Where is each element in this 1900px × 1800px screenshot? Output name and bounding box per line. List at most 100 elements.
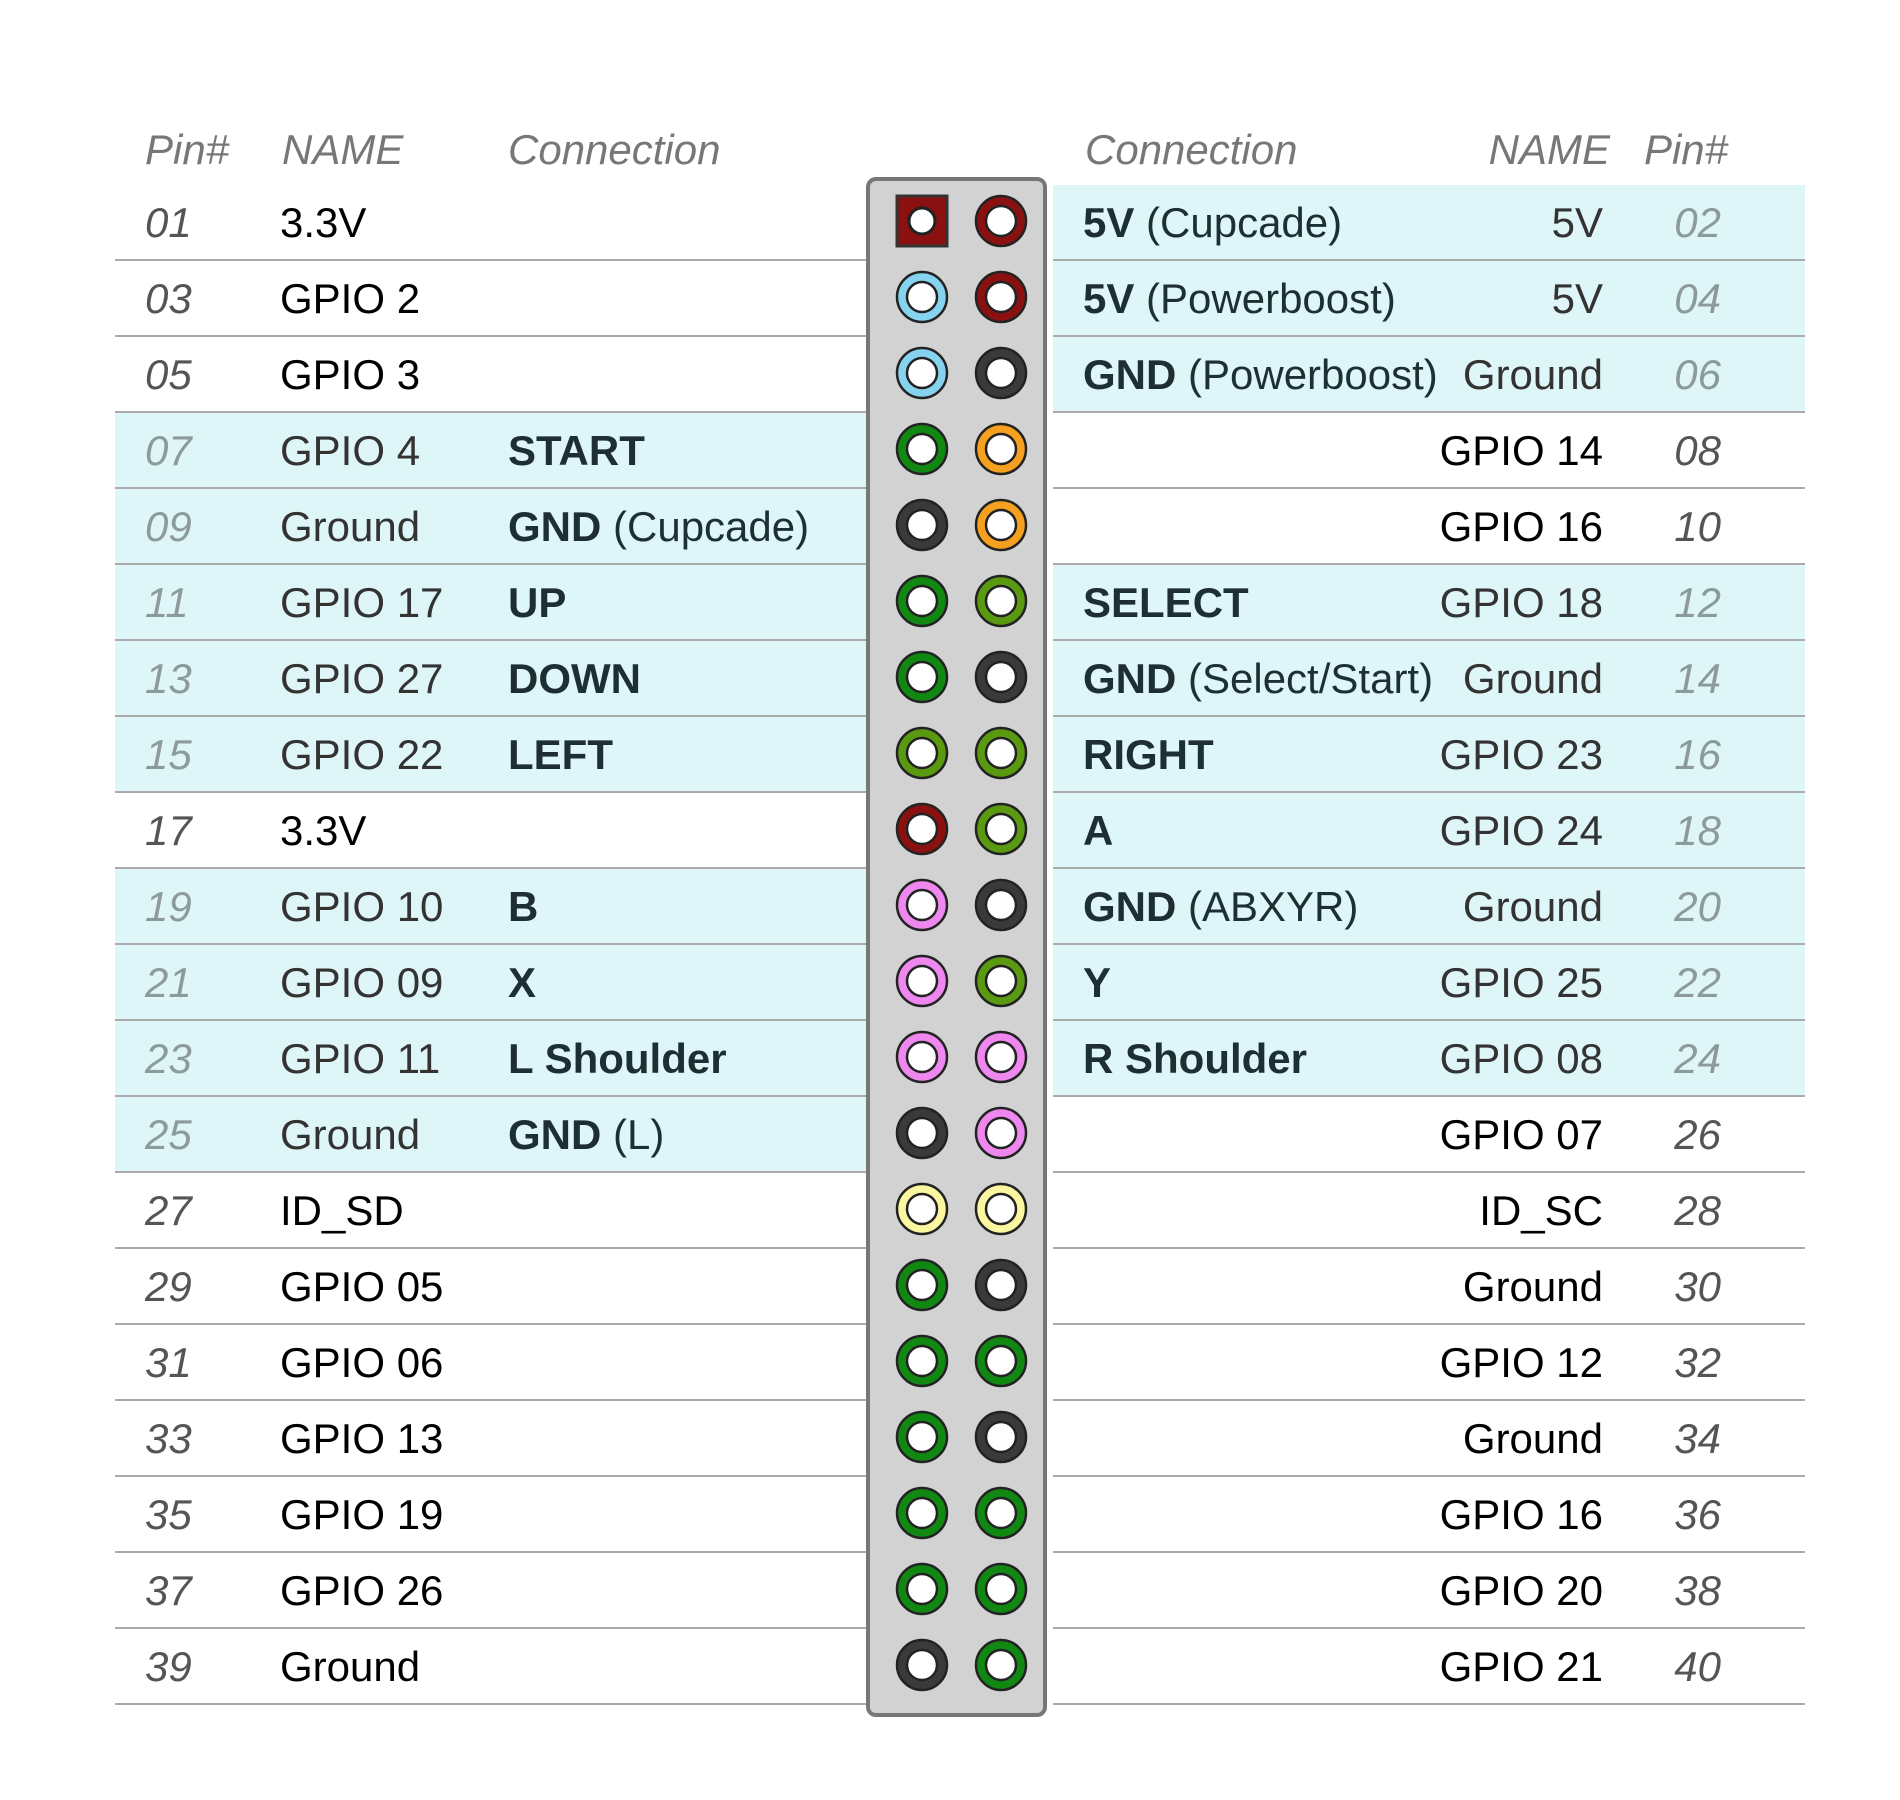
pin-name: GPIO 08 [1439, 1035, 1603, 1082]
connection-label: SELECT [1083, 579, 1249, 626]
pin-outline [895, 1182, 949, 1236]
pin-number: 18 [1674, 807, 1721, 854]
pin-hole [905, 736, 939, 770]
pin-outline [974, 346, 1028, 400]
pin-name: Ground [1462, 655, 1603, 702]
pin-hole [905, 1572, 939, 1606]
pin-outline [895, 422, 949, 476]
pin-connection: R Shoulder [1083, 1021, 1307, 1097]
connection-detail: (Powerboost) [1134, 275, 1396, 322]
connection-detail: (L) [601, 1111, 665, 1158]
pin-number: 22 [1674, 959, 1721, 1006]
pin-number: 09 [145, 503, 192, 550]
pin-outline [974, 954, 1028, 1008]
pin-name: GPIO 16 [1439, 1491, 1603, 1538]
pin-number: 16 [1674, 731, 1721, 778]
pin-connection: GND (Powerboost) [1083, 337, 1438, 413]
connection-label: Y [1083, 959, 1112, 1006]
connection-label: GND [1083, 883, 1177, 930]
pin-name: GPIO 10 [280, 883, 444, 930]
pin-number: 38 [1674, 1567, 1721, 1614]
connection-label: 5V [1083, 275, 1135, 322]
pin-number: 40 [1674, 1643, 1721, 1690]
left-pin-row-05: 05 GPIO 3 [115, 337, 866, 413]
pin-hole [984, 1116, 1018, 1150]
connection-detail: (ABXYR) [1176, 883, 1359, 930]
pin-number: 27 [145, 1187, 192, 1234]
pin-outline [895, 1638, 949, 1692]
pin-outline [974, 650, 1028, 704]
pin-outline [974, 1258, 1028, 1312]
right-name-header: NAME [1488, 126, 1610, 173]
pin-number: 20 [1674, 883, 1721, 930]
pin-number: 07 [145, 427, 192, 474]
pin-number: 05 [145, 351, 192, 398]
pin-name: GPIO 3 [280, 351, 421, 398]
pin-name: GPIO 27 [280, 655, 444, 702]
pin-name: Ground [1462, 883, 1603, 930]
pin-outline [895, 1486, 949, 1540]
connection-label: A [1083, 807, 1114, 854]
pin-name: GPIO 05 [280, 1263, 444, 1310]
right-pin-row-40: 40 GPIO 21 [1053, 1629, 1805, 1705]
pin-hole [905, 508, 939, 542]
pin-number: 02 [1674, 199, 1721, 246]
pin-number: 06 [1674, 351, 1721, 398]
pin-name: Ground [280, 1111, 421, 1158]
pin-hole [905, 356, 939, 390]
left-pin-header: Pin# [145, 126, 230, 173]
pin-hole [905, 1344, 939, 1378]
pin-connection: LEFT [508, 717, 613, 793]
pin-hole [905, 1496, 939, 1530]
gpio-header-connector [866, 177, 1047, 1717]
pin-number: 36 [1674, 1491, 1721, 1538]
pin-outline [895, 802, 949, 856]
pin-hole [905, 1648, 939, 1682]
pin-name: GPIO 2 [280, 275, 421, 322]
pin-number: 13 [145, 655, 192, 702]
pin-number: 37 [145, 1567, 192, 1614]
pin-outline [895, 650, 949, 704]
pin-name: GPIO 21 [1439, 1643, 1603, 1690]
pin-outline [895, 574, 949, 628]
pin-outline [974, 1106, 1028, 1160]
pin-hole [905, 280, 939, 314]
pin-number: 10 [1674, 503, 1721, 550]
pin-name: GPIO 09 [280, 959, 444, 1006]
connection-label: L Shoulder [508, 1035, 727, 1082]
connection-label: X [508, 959, 537, 1006]
pin-name: GPIO 16 [1439, 503, 1603, 550]
pin-hole [984, 204, 1018, 238]
pin-hole [905, 1420, 939, 1454]
pin-name: ID_SD [280, 1187, 404, 1234]
pin-number: 14 [1674, 655, 1721, 702]
pin-name: GPIO 26 [280, 1567, 444, 1614]
pin-outline [895, 346, 949, 400]
right-connection-header: Connection [1085, 126, 1298, 173]
pin-hole [984, 812, 1018, 846]
pin-name: ID_SC [1479, 1187, 1603, 1234]
pin-outline [974, 726, 1028, 780]
pin-hole [984, 1572, 1018, 1606]
pin-hole [905, 964, 939, 998]
pin-connection: L Shoulder [508, 1021, 727, 1097]
pin-number: 17 [145, 807, 192, 854]
pin-hole [984, 1192, 1018, 1226]
pin-name: GPIO 06 [280, 1339, 444, 1386]
